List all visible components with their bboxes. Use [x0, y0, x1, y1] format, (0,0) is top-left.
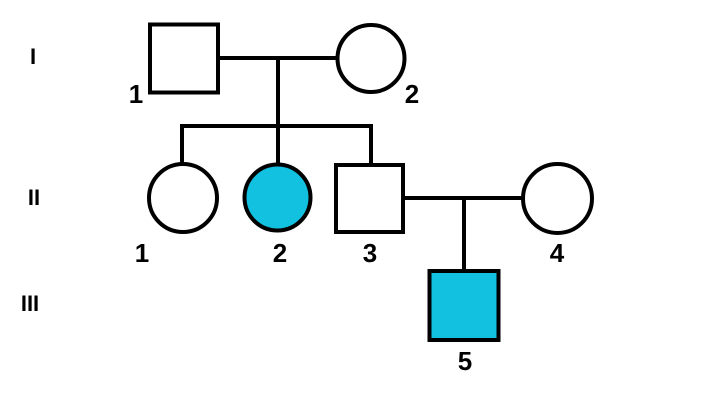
generation-label-III: III [21, 291, 39, 316]
individual-II-3-label: 3 [363, 238, 377, 268]
individual-III-5-male-affected [427, 269, 501, 342]
individual-I-2-label: 2 [405, 79, 419, 109]
individual-II-3-male-unaffected [334, 163, 405, 234]
individual-I-1-label: 1 [129, 79, 143, 109]
individual-I-1-male-unaffected [148, 22, 220, 95]
individual-I-2-female-unaffected [335, 23, 407, 94]
individual-II-4-female-unaffected [521, 162, 594, 235]
individual-II-1-label: 1 [135, 238, 149, 268]
generation-label-I: I [30, 44, 36, 69]
individual-II-2-label: 2 [273, 238, 287, 268]
individual-II-1-female-unaffected [147, 162, 219, 234]
individual-II-4-label: 4 [550, 238, 565, 268]
generation-label-II: II [28, 185, 40, 210]
individual-II-2-female-affected [242, 162, 313, 233]
individual-III-5-label: 5 [458, 346, 472, 376]
